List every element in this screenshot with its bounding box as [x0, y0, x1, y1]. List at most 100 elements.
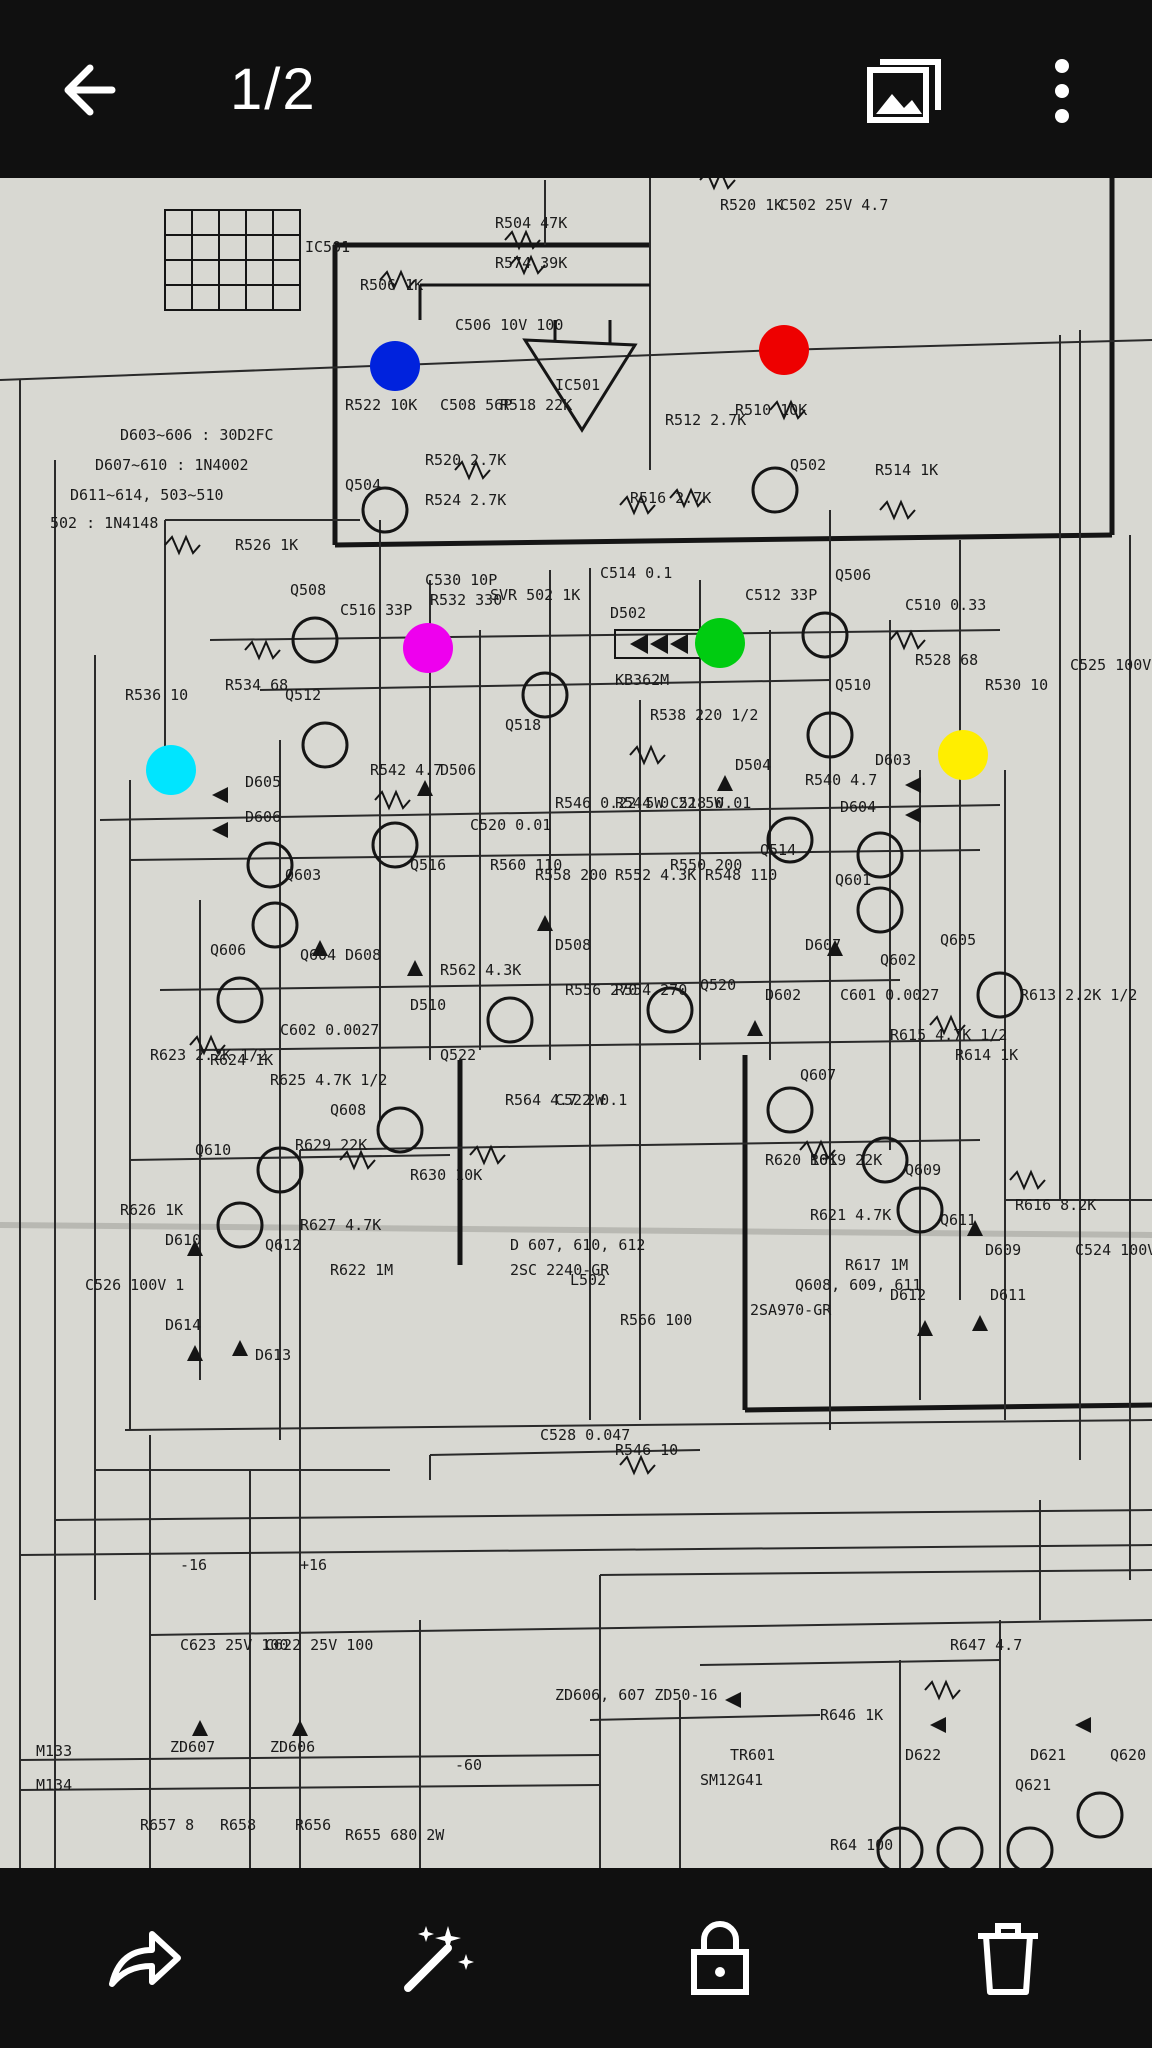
- label-q621: Q621: [1015, 1776, 1051, 1794]
- label-q611: Q611: [940, 1211, 976, 1229]
- label-q612: Q612: [265, 1236, 301, 1254]
- label-q-list: Q608, 609, 611: [795, 1276, 921, 1294]
- label-r655: R655 680 2W: [345, 1826, 445, 1844]
- label-r624: R624 1K: [210, 1051, 273, 1069]
- label-q605: Q605: [940, 931, 976, 949]
- share-icon[interactable]: [104, 1918, 184, 1998]
- label-q601: Q601: [835, 871, 871, 889]
- label-r566: R566 100: [620, 1311, 692, 1329]
- label-r625: R625 4.7K 1/2: [270, 1071, 387, 1089]
- label-q620: Q620: [1110, 1746, 1146, 1764]
- label-d613: D613: [255, 1346, 291, 1364]
- label-r546b: R546 10: [615, 1441, 678, 1459]
- magic-wand-icon[interactable]: [396, 1918, 476, 1998]
- photo-viewer[interactable]: R504 47K R574 39K R520 1K C502 25V 4.7 R…: [0, 178, 1152, 1868]
- label-d606: D606: [245, 808, 281, 826]
- label-d603: D603: [875, 751, 911, 769]
- label-c514: C514 0.1: [600, 564, 672, 582]
- label-d614: D614: [165, 1316, 201, 1334]
- label-r621: R621 4.7K: [810, 1206, 891, 1224]
- marker-red: [759, 325, 809, 375]
- label-r504: R504 47K: [495, 214, 567, 232]
- label-r622: R622 1M: [330, 1261, 393, 1279]
- label-c526: C526 100V 1: [85, 1276, 184, 1294]
- label-r530: R530 10: [985, 676, 1048, 694]
- label-r532: R532 330: [430, 591, 502, 609]
- arrow-left-icon[interactable]: [50, 50, 130, 130]
- label-q512: Q512: [285, 686, 321, 704]
- label-d502: D502: [610, 604, 646, 622]
- label-m134: M134: [36, 1776, 72, 1794]
- label-r656: R656: [295, 1816, 331, 1834]
- label-zd607: ZD607: [170, 1738, 215, 1756]
- label-c510: C510 0.33: [905, 596, 986, 614]
- label-r627: R627 4.7K: [300, 1216, 381, 1234]
- label-q607: Q607: [800, 1066, 836, 1084]
- label-r658: R658: [220, 1816, 256, 1834]
- label-d506: D506: [440, 761, 476, 779]
- label-d611: D611: [990, 1286, 1026, 1304]
- label-r546: R546 0.22 5W: [555, 794, 664, 812]
- label-r512: R512 2.7K: [665, 411, 746, 429]
- label-r614: R614 1K: [955, 1046, 1018, 1064]
- slideshow-icon[interactable]: [866, 56, 946, 126]
- label-q520: Q520: [700, 976, 736, 994]
- label-r542: R542 4.7: [370, 761, 442, 779]
- label-r544: R544 0.22 5W: [615, 794, 724, 812]
- label-r556: R556 270: [565, 981, 637, 999]
- label-r564: R564 4.7 2W: [505, 1091, 605, 1109]
- label-r534: R534 68: [225, 676, 288, 694]
- label-r615: R615 4.7K 1/2: [890, 1026, 1007, 1044]
- label-q504: Q504: [345, 476, 381, 494]
- label-ic501-table-title: IC501: [305, 238, 350, 256]
- label-c518: C518 0.01: [670, 794, 751, 812]
- label-r560: R560 110: [490, 856, 562, 874]
- label-q522: Q522: [440, 1046, 476, 1064]
- label-q608: Q608: [330, 1101, 366, 1119]
- label-c528: C528 0.047: [540, 1426, 630, 1444]
- label-r536: R536 10: [125, 686, 188, 704]
- more-vert-icon[interactable]: [1040, 56, 1084, 126]
- trash-icon[interactable]: [968, 1918, 1048, 1998]
- label-q516: Q516: [410, 856, 446, 874]
- label-d621: D621: [1030, 1746, 1066, 1764]
- label-r623: R623 2.2K 1/2: [150, 1046, 267, 1064]
- label-svr502: SVR 502 1K: [490, 586, 580, 604]
- label-r616: R616 8.2K: [1015, 1196, 1096, 1214]
- label-q609: Q609: [905, 1161, 941, 1179]
- label-d607-list: D 607, 610, 612: [510, 1236, 645, 1254]
- top-app-bar: 1/2: [0, 0, 1152, 178]
- label-d622: D622: [905, 1746, 941, 1764]
- label-q604: Q604: [300, 946, 336, 964]
- label-r518: R518 22K: [500, 396, 572, 414]
- label-r626: R626 1K: [120, 1201, 183, 1219]
- label-d602: D602: [765, 986, 801, 1004]
- label-kb362m: KB362M: [615, 671, 669, 689]
- label-r520b: R520 2.7K: [425, 451, 506, 469]
- label-q506: Q506: [835, 566, 871, 584]
- label-c508: C508 56P: [440, 396, 512, 414]
- label-diode-list1: D603~606 : 30D2FC: [120, 426, 274, 444]
- label-r550: R550 200: [670, 856, 742, 874]
- label-r620: R620 10K: [765, 1151, 837, 1169]
- schematic-photo: R504 47K R574 39K R520 1K C502 25V 4.7 R…: [0, 178, 1152, 1868]
- bottom-action-bar: [0, 1868, 1152, 2048]
- marker-green: [695, 618, 745, 668]
- label-sm12g41: SM12G41: [700, 1771, 763, 1789]
- lock-icon[interactable]: [680, 1918, 760, 1998]
- label-c522: C522 0.1: [555, 1091, 627, 1109]
- label-r646: R646 1K: [820, 1706, 883, 1724]
- label-m133: M133: [36, 1742, 72, 1760]
- label-c530: C530 10P: [425, 571, 497, 589]
- label-r528: R528 68: [915, 651, 978, 669]
- label-r558: R558 200: [535, 866, 607, 884]
- label-trans2: 2SA970-GR: [750, 1301, 832, 1319]
- label-r510: R510 10K: [735, 401, 807, 419]
- label-l502: L502: [570, 1271, 606, 1289]
- label-r613: R613 2.2K 1/2: [1020, 986, 1137, 1004]
- label-q610: Q610: [195, 1141, 231, 1159]
- label-neg16: -16: [180, 1556, 207, 1574]
- label-diode-list2: D607~610 : 1N4002: [95, 456, 249, 474]
- label-r630: R630 10K: [410, 1166, 482, 1184]
- label-ic501: IC501: [555, 376, 600, 394]
